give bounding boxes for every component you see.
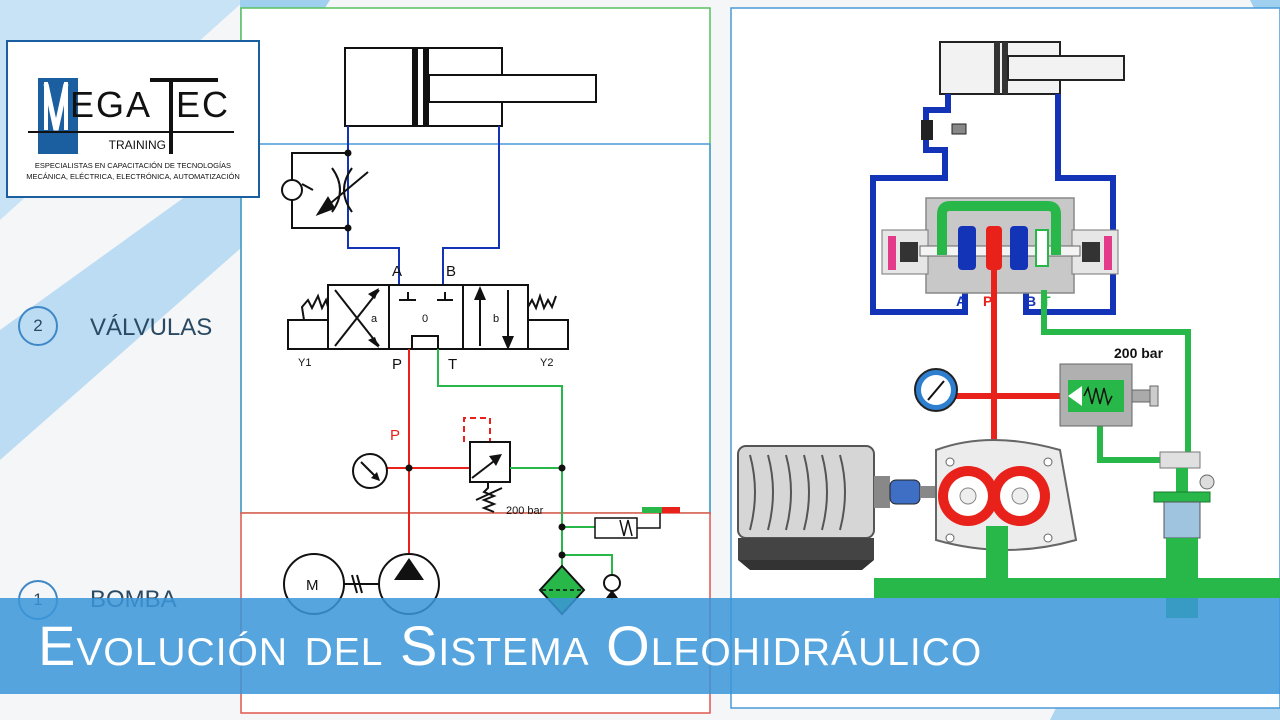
check-valve-cutaway [921,120,967,140]
megatec-logo-mark [28,78,234,154]
filter-indicator-symbol [594,507,680,539]
port-b-label: B [446,263,456,280]
step-number-2: 2 [18,306,58,346]
valve-position-0-label: 0 [422,313,428,325]
relief-valve-symbol [469,441,511,513]
cutaway-electric-motor [737,445,890,570]
valve-position-a-label: a [371,313,378,325]
cutaway-gauge-icon [914,368,958,412]
step-label-valvulas: VÁLVULAS [90,314,213,341]
megatec-logo: EGA EC TRAINING ESPECIALISTAS EN CAPACIT… [6,40,260,198]
bg-wedge-left [0,150,250,460]
relief-setting-label: 200 bar [506,505,544,517]
motor-label: M [306,577,319,594]
solenoid-y1-label: Y1 [298,357,311,369]
logo-training-text: TRAINING [108,138,166,152]
cutaway-gear-pump [935,439,1078,586]
pressure-p-label: P [390,427,400,444]
logo-brand-left: EGA [70,84,153,125]
logo-tagline: ESPECIALISTAS EN CAPACITACIÓN DE TECNOLO… [8,160,258,182]
cutaway-tank-oil [874,578,1280,598]
valve-position-b-label: b [493,313,499,325]
pressure-gauge-icon [352,453,388,489]
solenoid-y2-label: Y2 [540,357,553,369]
port-t-label: T [448,356,457,373]
cylinder-cutaway [939,41,1125,95]
cutaway-relief-setting-label: 200 bar [1114,345,1164,361]
cylinder-symbol [344,47,597,127]
cutaway-coupling [889,479,936,505]
banner-title: Evolución del Sistema Oleohidráulico [38,614,983,677]
pressure-lines [376,349,491,560]
port-p-label: P [392,356,402,373]
title-banner [0,598,1280,694]
port-a-label: A [392,263,402,280]
valve-body-cutaway [881,197,1119,294]
cutaway-port-b-label: B [1026,293,1036,309]
logo-tagline-line-1: ESPECIALISTAS EN CAPACITACIÓN DE TECNOLO… [34,161,232,170]
cutaway-relief-valve [1059,363,1159,427]
work-lines [347,126,500,288]
logo-tagline-line-2: MECÁNICA, ELÉCTRICA, ELECTRÓNICA, AUTOMA… [26,172,240,181]
directional-control-valve [287,284,569,350]
cutaway-return-lines [1041,290,1191,463]
cutaway-port-p-label: P [983,293,992,309]
cutaway-port-a-label: A [956,293,966,309]
flow-control-valve [281,152,369,229]
hydraulic-cutaway: A P B T 200 bar [730,7,1280,709]
logo-brand-right: EC [176,84,231,125]
